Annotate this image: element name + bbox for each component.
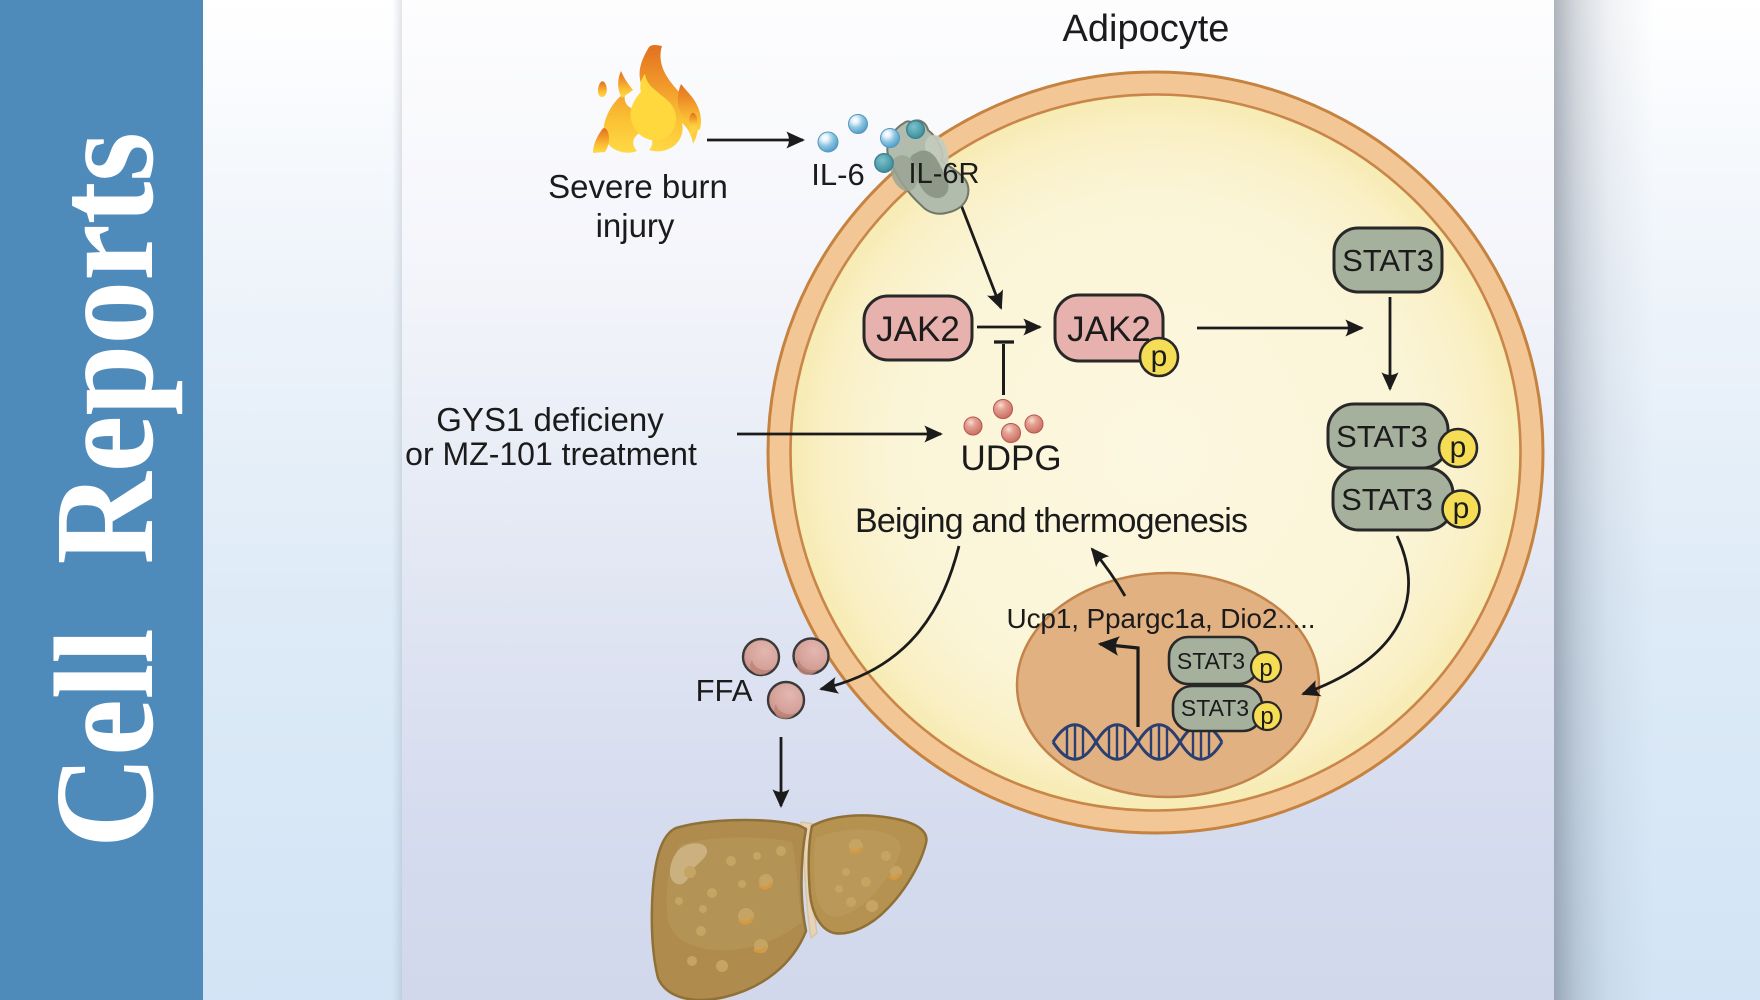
svg-text:STAT3: STAT3 [1181,695,1249,721]
svg-text:p: p [1151,340,1168,373]
svg-text:p: p [1260,703,1273,730]
svg-text:Beiging and thermogenesis: Beiging and thermogenesis [855,502,1248,540]
svg-text:or MZ-101 treatment: or MZ-101 treatment [405,436,697,472]
svg-text:GYS1 deficieny: GYS1 deficieny [436,401,664,438]
svg-text:Cell Reports: Cell Reports [25,132,183,848]
svg-text:STAT3: STAT3 [1336,419,1428,454]
svg-text:JAK2: JAK2 [876,310,960,349]
svg-text:STAT3: STAT3 [1177,648,1245,674]
svg-text:JAK2: JAK2 [1067,310,1151,349]
svg-text:FFA: FFA [696,673,753,708]
svg-text:injury: injury [596,207,675,244]
svg-text:Ucp1, Ppargc1a, Dio2.....: Ucp1, Ppargc1a, Dio2..... [1007,603,1316,634]
svg-text:UDPG: UDPG [960,439,1061,478]
svg-text:p: p [1259,655,1272,682]
svg-text:STAT3: STAT3 [1341,482,1433,517]
svg-text:STAT3: STAT3 [1342,243,1434,278]
svg-text:Adipocyte: Adipocyte [1063,8,1230,50]
svg-text:p: p [1453,492,1470,525]
svg-text:IL-6: IL-6 [811,157,864,192]
svg-text:p: p [1450,431,1467,464]
svg-text:Severe burn: Severe burn [548,168,728,205]
svg-text:IL-6R: IL-6R [909,158,980,190]
